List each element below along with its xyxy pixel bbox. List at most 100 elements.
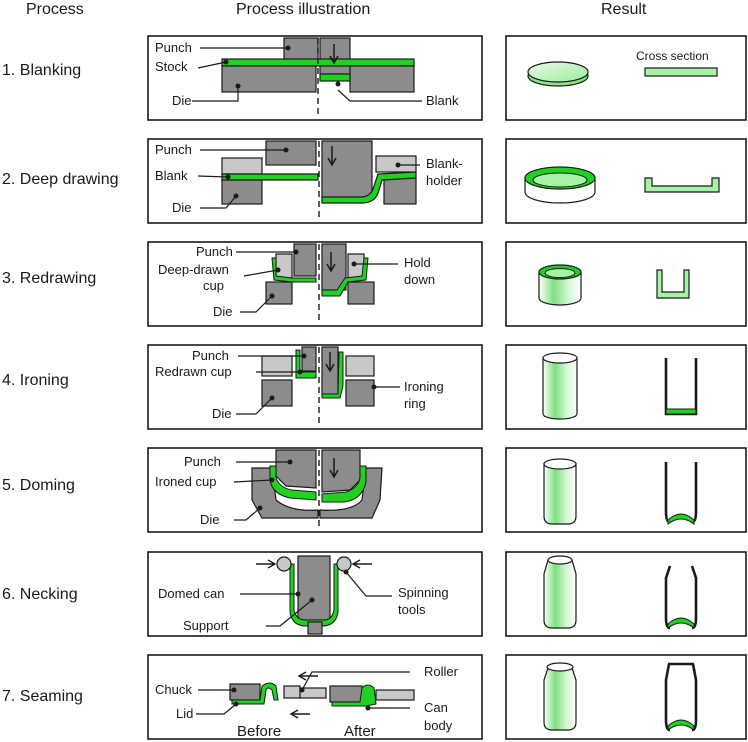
doming-cup bbox=[269, 465, 317, 501]
illustration-frame-blanking bbox=[147, 35, 483, 121]
blank-cross-section bbox=[644, 67, 718, 77]
ironing-label-ring-line2: ring bbox=[404, 396, 426, 411]
result-frame-doming bbox=[505, 447, 747, 533]
blanking-die-left bbox=[221, 65, 317, 93]
domed-cup-cross-section bbox=[664, 462, 698, 524]
necking-label-tools-line2: tools bbox=[398, 602, 426, 617]
seamed-can-cross-section bbox=[664, 662, 698, 732]
redrawing-label-punch: Punch bbox=[196, 244, 233, 259]
deep-drawing-illustration: Punch Blank Die Blank- holder bbox=[155, 140, 463, 221]
blanking-result: Cross section bbox=[527, 49, 718, 87]
spinning-tool-right bbox=[336, 556, 352, 572]
blanking-arrow-icon bbox=[329, 44, 339, 65]
ironed-cup bbox=[542, 352, 578, 364]
deep-drawing-label-blank-holder-line2: holder bbox=[426, 173, 463, 188]
doming-arrow-icon bbox=[329, 458, 339, 479]
redrawing-cup bbox=[271, 257, 317, 283]
redrawing-result bbox=[538, 264, 690, 306]
blanking-label-stock: Stock bbox=[155, 59, 188, 74]
illustration-frame-redrawing bbox=[147, 241, 483, 327]
ironing-label-die: Die bbox=[212, 406, 232, 421]
blanking-result-caption: Cross section bbox=[636, 49, 709, 63]
seaming-arrow-lower-icon bbox=[289, 709, 310, 719]
deep-drawing-label-blank-holder-line1: Blank- bbox=[426, 156, 463, 171]
seaming-label-roller: Roller bbox=[424, 664, 459, 679]
blank-disc bbox=[527, 61, 589, 83]
seaming-lid-before bbox=[231, 682, 279, 705]
doming-result bbox=[543, 458, 698, 526]
shallow-cup-cross-section bbox=[644, 177, 720, 193]
header-process: Process bbox=[26, 1, 84, 18]
ironing-result bbox=[542, 352, 698, 420]
step-label-blanking: 1. Blanking bbox=[2, 62, 82, 79]
doming-label-punch: Punch bbox=[184, 454, 221, 469]
blanking-punch-right bbox=[319, 37, 351, 75]
illustration-frame-seaming bbox=[147, 654, 483, 740]
redrawing-label-cup-line1: Deep-drawn bbox=[158, 262, 229, 277]
deep-drawing-result bbox=[524, 166, 720, 204]
step-label-seaming: 7. Seaming bbox=[2, 688, 83, 705]
deep-drawing-label-die: Die bbox=[172, 200, 192, 215]
necking-arrow-right-icon bbox=[351, 559, 372, 569]
redrawing-illustration: Punch Deep-drawn cup Die Hold down bbox=[158, 243, 435, 324]
necking-illustration: Domed can Support Spinning tools bbox=[158, 555, 449, 635]
ironing-label-redrawn-cup: Redrawn cup bbox=[155, 364, 232, 379]
doming-label-ironed-cup: Ironed cup bbox=[155, 474, 216, 489]
ironing-arrow-icon bbox=[325, 352, 335, 373]
blanking-label-blank: Blank bbox=[426, 93, 459, 108]
result-frame-ironing bbox=[505, 344, 747, 430]
seaming-label-lid: Lid bbox=[176, 706, 193, 721]
result-frame-seaming bbox=[505, 654, 747, 740]
ironing-label-ring-line1: Ironing bbox=[404, 379, 444, 394]
spinning-tool-left bbox=[276, 556, 292, 572]
necking-label-domed-can: Domed can bbox=[158, 586, 224, 601]
necked-can-cross-section bbox=[664, 565, 698, 630]
blanking-die-right bbox=[349, 65, 415, 93]
redrawn-cup-cross-section bbox=[656, 269, 690, 299]
blanking-illustration: Punch Stock Die Blank bbox=[155, 37, 459, 118]
step-label-ironing: 4. Ironing bbox=[2, 372, 69, 389]
blanking-blank bbox=[319, 73, 351, 82]
necking-label-tools-line1: Spinning bbox=[398, 585, 449, 600]
illustration-frame-deep-drawing bbox=[147, 138, 483, 224]
seaming-label-can-body-line1: Can bbox=[424, 700, 448, 715]
ironing-illustration: Punch Redrawn cup Die Ironing ring bbox=[155, 346, 444, 427]
illustration-frame-necking bbox=[147, 551, 483, 637]
necking-arrow-left-icon bbox=[256, 559, 277, 569]
blanking-label-die: Die bbox=[172, 93, 192, 108]
ironing-label-punch: Punch bbox=[192, 348, 229, 363]
doming-illustration: Punch Ironed cup Die bbox=[155, 449, 383, 530]
header-result: Result bbox=[601, 1, 647, 18]
seaming-label-can-body-line2: body bbox=[424, 718, 453, 733]
step-label-doming: 5. Doming bbox=[2, 477, 75, 494]
result-frame-deep-drawing bbox=[505, 138, 747, 224]
deep-drawing-label-punch: Punch bbox=[155, 142, 192, 157]
blanking-label-punch: Punch bbox=[155, 40, 192, 55]
seaming-result bbox=[543, 662, 698, 732]
ironed-cup-cross-section bbox=[664, 358, 698, 416]
seaming-lid-after bbox=[331, 684, 377, 707]
redrawing-label-die: Die bbox=[213, 304, 233, 319]
step-label-deep-drawing: 2. Deep drawing bbox=[2, 171, 119, 188]
deep-drawing-blank bbox=[221, 173, 319, 181]
redrawing-label-hold-down-line2: down bbox=[404, 272, 435, 287]
illustration-frame-doming bbox=[147, 447, 483, 533]
domed-cup bbox=[543, 458, 577, 470]
result-frame-redrawing bbox=[505, 241, 747, 327]
necked-can bbox=[547, 555, 573, 565]
illustration-frame-ironing bbox=[147, 344, 483, 430]
redrawing-arrow-icon bbox=[326, 252, 336, 273]
result-frame-necking bbox=[505, 551, 747, 637]
necking-result bbox=[543, 555, 698, 630]
doming-label-die: Die bbox=[200, 512, 220, 527]
redrawing-label-hold-down-line1: Hold bbox=[404, 255, 431, 270]
step-label-necking: 6. Necking bbox=[2, 586, 78, 603]
redrawing-label-cup-line2: cup bbox=[203, 278, 224, 293]
seaming-arrow-upper-icon bbox=[297, 671, 318, 681]
necking-label-support: Support bbox=[183, 618, 229, 633]
ironing-cup bbox=[295, 349, 317, 379]
seaming-label-chuck: Chuck bbox=[155, 682, 192, 697]
result-frame-blanking bbox=[505, 35, 747, 121]
seaming-label-before: Before bbox=[237, 723, 281, 740]
